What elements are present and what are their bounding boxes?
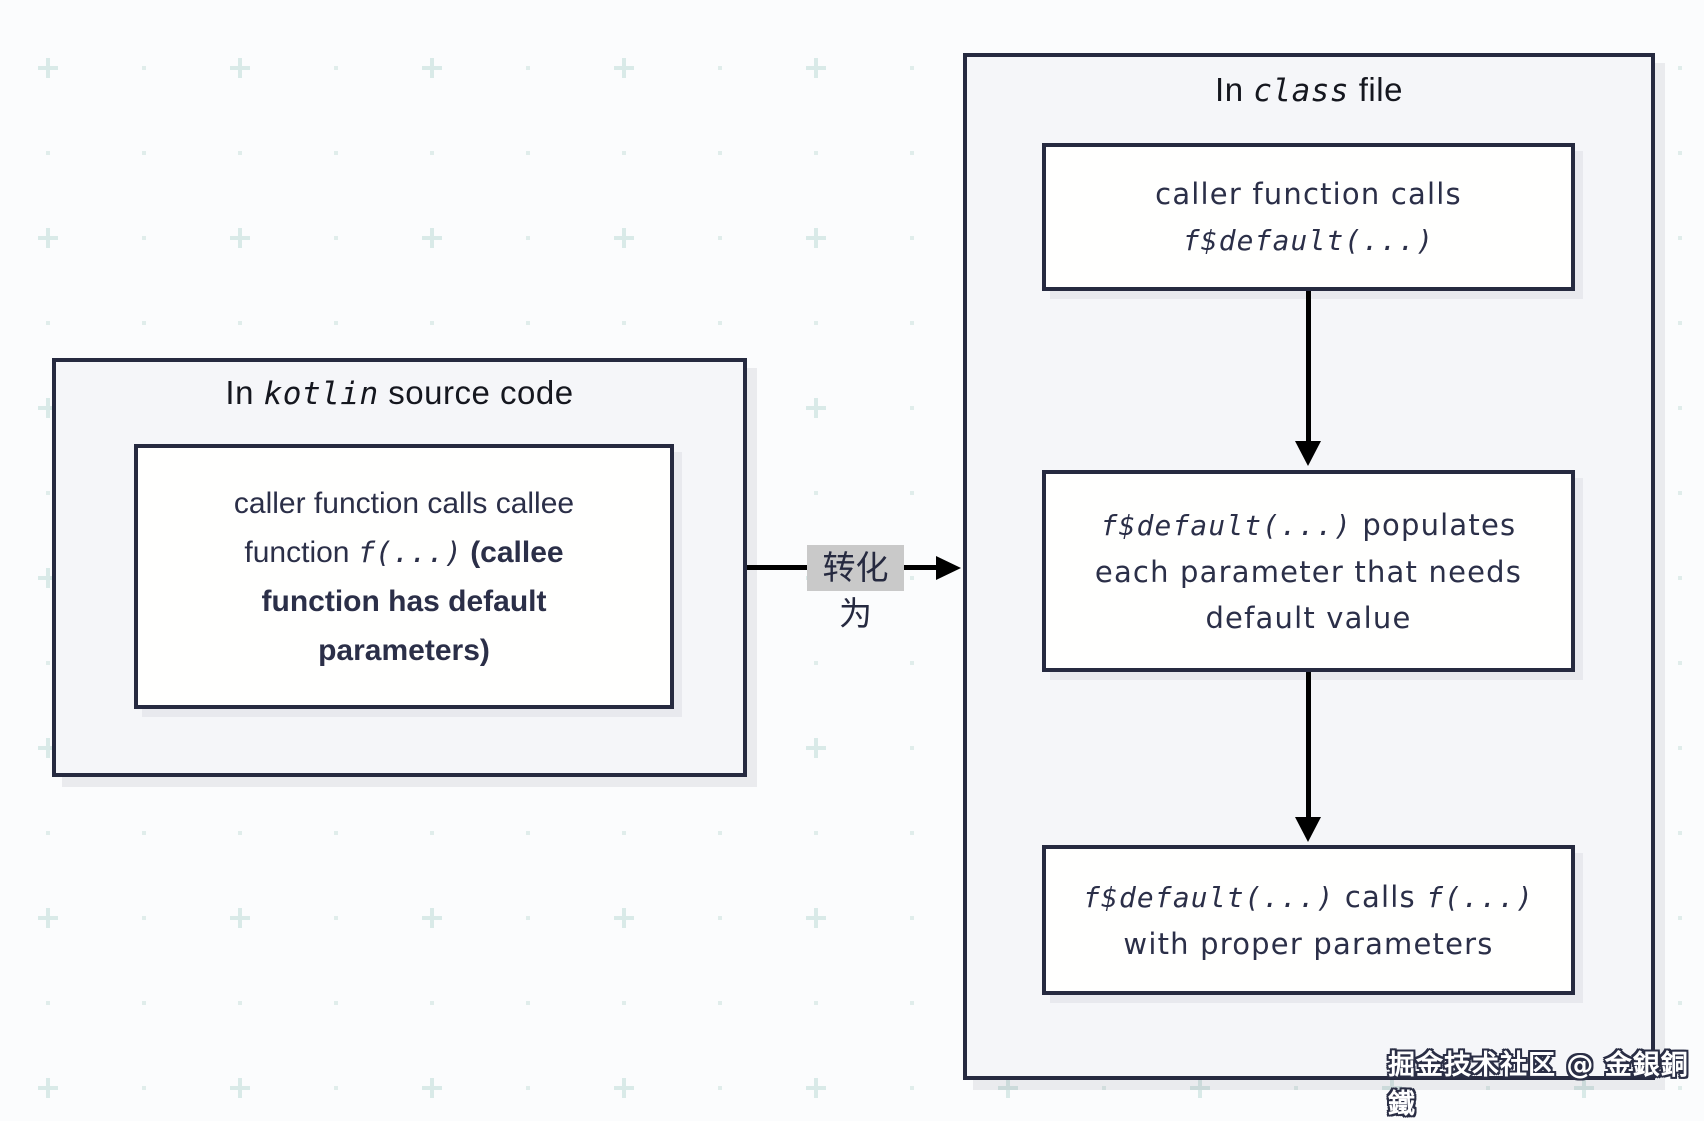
title-italic-class: class [1253,73,1350,109]
code-fdefault: f$default(...) [1083,880,1335,914]
watermark: 掘金技术社区 @ 金銀銅鐵 [1388,1050,1689,1120]
code-fdefault: f$default(...) [1182,223,1435,257]
box-text-line: f$default(...) [1183,217,1434,264]
box-text-line: function f(...) (callee [244,534,564,569]
box-text-line: with proper parameters [1123,926,1494,961]
code-f: f(...) [1426,880,1534,914]
box-text-line: parameters) [318,633,490,667]
transform-label: 转化为 [807,545,904,633]
box-text-line: function has default [261,584,547,618]
title-italic-kotlin: kotlin [263,376,379,412]
title-text: In [225,374,264,411]
flow-arrow-2-line [1306,672,1311,820]
box-text-line: f$default(...) calls f(...) [1083,879,1534,914]
flow-arrow-1-line [1306,291,1311,444]
title-text: source code [378,374,574,411]
box-text-line: caller function calls callee [233,486,575,520]
title-text: file [1349,71,1403,108]
box-text-line: caller function calls [1155,176,1462,211]
box-text-line: default value [1205,600,1412,635]
flow-arrow-2-head [1295,817,1321,842]
class-file-title: In class file [967,71,1651,109]
caller-calls-callee-box: caller function calls callee function f(… [134,444,674,709]
flow-arrow-1-head [1295,441,1321,466]
code-f: f(...) [357,534,462,569]
caller-calls-fdefault-box: caller function calls f$default(...) [1042,143,1575,291]
title-text: In [1215,71,1254,108]
kotlin-source-title: In kotlin source code [56,374,743,412]
fdefault-calls-f-box: f$default(...) calls f(...) with proper … [1042,845,1575,995]
transform-arrowhead [936,556,961,580]
fdefault-populates-box: f$default(...) populates each parameter … [1042,470,1575,672]
box-text-line: f$default(...) populates [1100,507,1517,542]
box-text-line: each parameter that needs [1094,554,1523,589]
kotlin-source-container: In kotlin source code caller function ca… [52,358,747,777]
class-file-container: In class file caller function calls f$de… [963,53,1655,1080]
code-fdefault: f$default(...) [1100,508,1353,542]
